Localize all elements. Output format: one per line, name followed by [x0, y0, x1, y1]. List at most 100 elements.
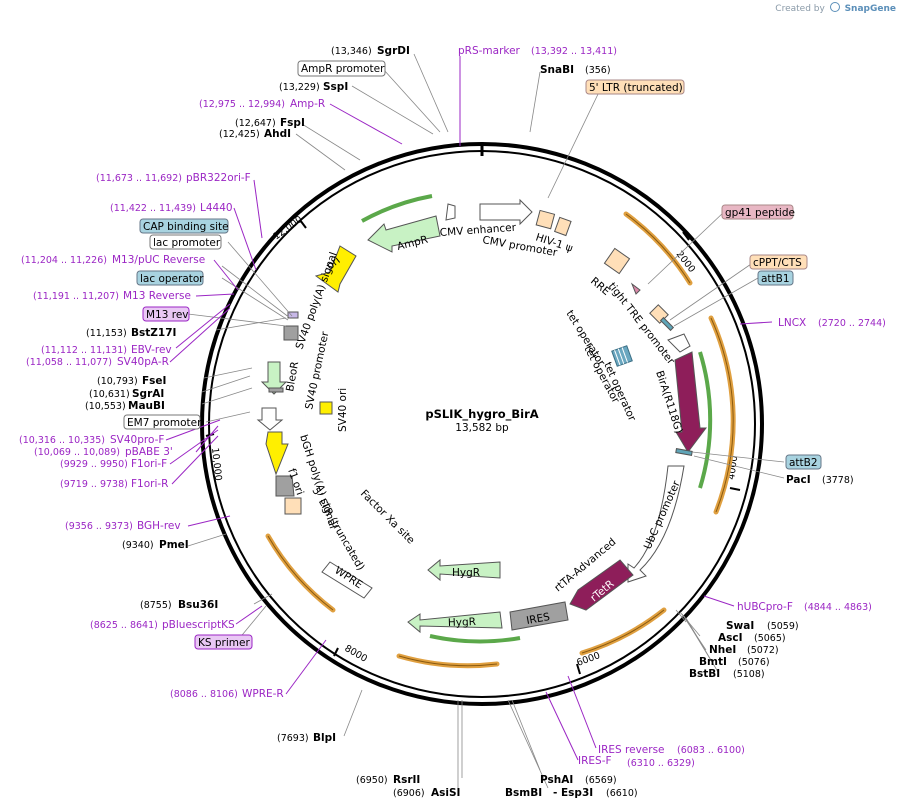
enzyme-pos: (9340) — [122, 540, 154, 551]
box-label: lac operator — [140, 273, 204, 285]
primer-name: F1ori-F — [131, 458, 167, 470]
primer-name: M13/pUC Reverse — [112, 254, 205, 266]
feature-label: 5' LTR (truncated) — [309, 486, 366, 573]
primer-pos: (10,069 .. 10,089) — [34, 447, 120, 458]
primer-name: pBABE 3' — [125, 446, 173, 458]
enzyme-pos: (5059) — [767, 621, 799, 632]
enzyme-pos: (12,647) — [235, 118, 276, 129]
enzyme-pos: (6569) — [585, 775, 617, 786]
primer-name: IRES reverse — [598, 744, 665, 756]
primer-name: pBluescriptKS — [162, 619, 235, 631]
enzyme-pos: (5072) — [747, 645, 779, 656]
primer-pos: (6083 .. 6100) — [677, 745, 745, 756]
primer-name: L4440 — [200, 202, 233, 214]
enzyme-pos: (10,793) — [97, 376, 138, 387]
enzyme-name: SgrAI — [132, 388, 164, 400]
enzyme-name: AsiSI — [431, 787, 460, 799]
primer-pos: (11,204 .. 11,226) — [21, 255, 107, 266]
primer-pos: (9929 .. 9950) — [60, 459, 128, 470]
feature-label: CMV enhancer — [439, 222, 517, 239]
primer-name: M13 Reverse — [123, 290, 191, 302]
enzyme-pos: (6610) — [606, 788, 638, 799]
enzyme-name: FspI — [280, 117, 305, 129]
enzyme-name: BlpI — [313, 732, 336, 744]
primer-pos: (12,975 .. 12,994) — [199, 99, 285, 110]
enzyme-name: BsmBI — [505, 787, 542, 799]
enzyme-pos: (5108) — [733, 669, 765, 680]
primer-pos: (13,392 .. 13,411) — [531, 46, 617, 57]
enzyme-name: SspI — [323, 81, 348, 93]
enzyme-pos: (11,153) — [86, 328, 127, 339]
primer-pos: (8625 .. 8641) — [90, 620, 158, 631]
enzyme-name: BstBI — [689, 668, 720, 680]
box-label: M13 rev — [146, 309, 189, 321]
primer-name: pBR322ori-F — [186, 172, 251, 184]
features — [256, 198, 707, 634]
snapgene-logo-icon — [829, 2, 840, 12]
enzyme-pos: (12,425) — [219, 129, 260, 140]
enzyme-pos: (13,229) — [279, 82, 320, 93]
primer-name: F1ori-R — [131, 478, 168, 490]
primer-pos: (11,191 .. 11,207) — [33, 291, 119, 302]
primer-name: SV40pro-F — [110, 434, 164, 446]
primer-name: WPRE-R — [242, 688, 284, 700]
enzyme-name: PshAI — [540, 774, 573, 786]
box-label: CAP binding site — [143, 221, 229, 233]
primer-name: hUBCpro-F — [737, 601, 793, 613]
box-label: gp41 peptide — [725, 207, 795, 219]
primer-name: EBV-rev — [131, 344, 172, 356]
primer-pos: (8086 .. 8106) — [170, 689, 238, 700]
enzyme-pos: (5065) — [754, 633, 786, 644]
enzyme-pos: (3778) — [822, 475, 854, 486]
enzyme-name: PmeI — [159, 539, 189, 551]
primer-name: pRS-marker — [458, 45, 521, 57]
primer-pos: (11,112 .. 11,131) — [41, 345, 127, 356]
box-label: AmpR promoter — [301, 63, 385, 75]
feature-label: SV40 poly(A) signal — [294, 251, 340, 351]
enzyme-pos: (10,553) — [85, 401, 126, 412]
enzyme-pos: (10,631) — [89, 389, 130, 400]
primer-labels: pRS-marker (13,392 .. 13,411) (12,975 ..… — [19, 45, 886, 769]
enzyme-pos: (7693) — [277, 733, 309, 744]
tick-12000: 12,000 — [271, 214, 304, 242]
enzyme-name: MauBI — [128, 400, 165, 412]
primer-pos: (2720 .. 2744) — [818, 318, 886, 329]
credit-brand: SnapGene — [844, 4, 896, 14]
box-label: KS primer — [198, 637, 250, 649]
tick-10000: 10,000 — [209, 447, 223, 481]
plasmid-name: pSLIK_hygro_BirA — [425, 407, 538, 422]
box-label: cPPT/CTS — [753, 257, 802, 269]
box-label: 5' LTR (truncated) — [589, 82, 683, 94]
enzyme-pos: (8755) — [140, 600, 172, 611]
feature-label: SV40 ori — [337, 388, 349, 432]
box-label: EM7 promoter — [127, 417, 202, 429]
feature-label: Factor Xa site — [358, 488, 417, 547]
snapgene-credit: Created by SnapGene — [775, 2, 896, 14]
enzyme-labels: (13,346) SgrDI SnaBI (356) (13,229) SspI… — [85, 45, 854, 799]
primer-name: SV40pA-R — [117, 356, 169, 368]
feature-label: HygR — [448, 616, 476, 629]
primer-leaders — [165, 56, 773, 761]
boxed-labels: AmpR promoter 5' LTR (truncated) gp41 pe… — [123, 60, 822, 650]
green-primer-arcs — [361, 194, 713, 644]
enzyme-name: BstZ17I — [131, 327, 176, 339]
primer-pos: (6310 .. 6329) — [627, 758, 695, 769]
enzyme-name: RsrII — [393, 774, 420, 786]
enzyme-pos: (356) — [585, 65, 611, 76]
enzyme-name: AhdI — [264, 128, 291, 140]
box-label: attB1 — [761, 273, 790, 285]
primer-pos: (9719 .. 9738) — [60, 479, 128, 490]
enzyme-name: AscI — [718, 632, 743, 644]
feature-label: IRES — [525, 611, 551, 627]
feature-label: BleoR — [284, 361, 301, 393]
feature-label: HygR — [452, 567, 480, 579]
feature-label: UbC promoter — [642, 478, 683, 551]
enzyme-name: BmtI — [699, 656, 727, 668]
primer-pos: (11,422 .. 11,439) — [110, 203, 196, 214]
enzyme-pos: (6950) — [356, 775, 388, 786]
enzyme-name: Bsu36I — [178, 599, 218, 611]
primer-pos: (9356 .. 9373) — [65, 521, 133, 532]
box-label: attB2 — [789, 457, 818, 469]
leader-lines — [187, 53, 785, 792]
